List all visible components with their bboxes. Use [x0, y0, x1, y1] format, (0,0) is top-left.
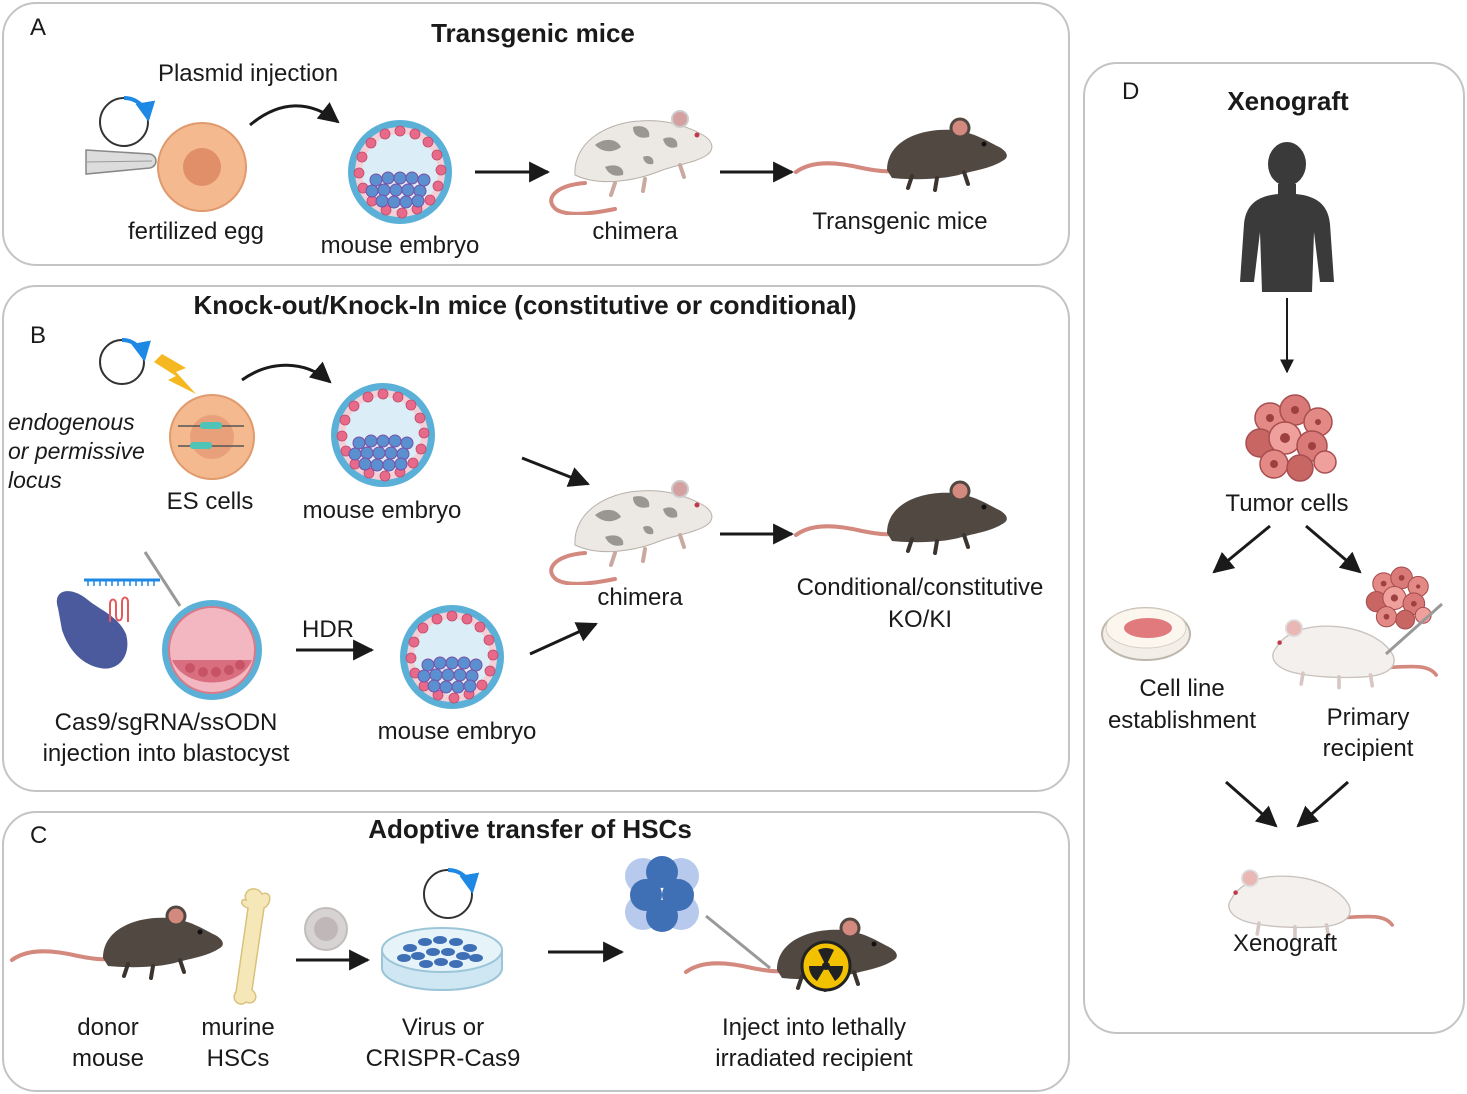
human-silhouette-icon [1240, 142, 1334, 292]
plasmid-icon-b [99, 337, 151, 385]
arrow-b-1 [241, 361, 332, 384]
panel-d-letter: D [1122, 78, 1140, 105]
panel-a-title: Transgenic mice [431, 18, 635, 48]
chimera-label-a: chimera [592, 218, 678, 245]
fertilized-egg-label: fertilized egg [127, 218, 265, 245]
cell-line-label-line-2: establishment [1107, 707, 1257, 734]
ko-ki-label-line-1: Conditional/constitutive [796, 574, 1044, 601]
cell-line-label-line-1: Cell line [1139, 675, 1225, 702]
mouse-embryo-label-a: mouse embryo [320, 232, 480, 259]
micropipette-icon [85, 149, 157, 175]
arrow-d-merge-left [1225, 780, 1278, 828]
donor-label-line-2: mouse [71, 1045, 145, 1072]
locus-label-line-3: locus [8, 467, 62, 493]
fertilized-egg-icon [157, 122, 247, 212]
donor-mouse-icon [10, 905, 225, 980]
hsc-cluster-icon [625, 856, 699, 932]
transgenic-mice-label: Transgenic mice [812, 208, 988, 235]
ko-ki-label-line-2: KO/KI [887, 606, 953, 633]
primary-recipient-label-line-2: recipient [1322, 735, 1414, 762]
hsc-cell-icon [304, 907, 348, 951]
petri-dish-d-icon [1101, 607, 1191, 661]
petri-dish-c-icon [381, 927, 503, 991]
tumor-cells-icon [1245, 394, 1337, 482]
arrow-d-merge-right [1296, 780, 1349, 828]
ko-ki-mouse-icon [794, 480, 1009, 555]
xenograft-mouse-icon [1226, 868, 1395, 940]
xenograft-label: Xenograft [1232, 930, 1338, 957]
panel-b-title: Knock-out/Knock-In mice (constitutive or… [193, 290, 857, 320]
cas9-label-line-1: Cas9/sgRNA/ssODN [54, 709, 278, 736]
cas9-label-line-2: injection into blastocyst [42, 740, 290, 767]
mouse-embryo-icon-b-bottom [399, 604, 505, 710]
cas9-protein-icon [56, 591, 128, 669]
inject-label-line-1: Inject into lethally [721, 1014, 907, 1041]
mouse-embryo-icon-a [347, 119, 453, 225]
arrow-b-2 [521, 456, 590, 487]
plasmid-icon-c [423, 867, 480, 919]
blastocyst-icon [162, 600, 262, 700]
panel-b-letter: B [30, 322, 47, 349]
bone-icon [233, 888, 271, 1005]
donor-label-line-1: donor [77, 1014, 139, 1041]
panel-c-letter: C [30, 822, 48, 849]
tumor-cells-label: Tumor cells [1225, 490, 1349, 517]
sgrna-icon [84, 578, 160, 586]
panel-a-letter: A [30, 14, 47, 41]
mouse-embryo-label-b-bottom: mouse embryo [377, 718, 537, 745]
locus-label-line-1: endogenous [8, 409, 135, 435]
es-cells-label: ES cells [166, 488, 254, 515]
panel-c-title: Adoptive transfer of HSCs [368, 814, 692, 844]
arrow-d-right [1305, 524, 1362, 574]
mouse-embryo-icon-b-top [330, 382, 436, 488]
plasmid-icon-a [99, 95, 156, 147]
injection-needle-d [1385, 602, 1443, 656]
panel-d-title: Xenograft [1227, 86, 1349, 116]
ssodn-icon [109, 596, 129, 622]
chimera-label-b: chimera [597, 584, 683, 611]
recipient-mouse-icon [684, 917, 899, 992]
tumor-cells-small-icon [1365, 566, 1432, 630]
mouse-embryo-label-b-top: mouse embryo [302, 497, 462, 524]
transgenic-mouse-icon [794, 117, 1009, 192]
arrow-d-left [1212, 524, 1271, 574]
arrow-b-3 [529, 622, 598, 656]
hsc-label-line-1: murine [201, 1014, 275, 1041]
injection-needle-c [705, 914, 771, 970]
primary-recipient-label-line-1: Primary [1326, 704, 1410, 731]
locus-label-line-2: or permissive [8, 438, 145, 464]
virus-label-line-1: Virus or [401, 1014, 485, 1041]
radiation-icon [800, 940, 852, 992]
arrow-a-1 [249, 102, 340, 127]
hdr-label: HDR [302, 616, 354, 643]
hsc-label-line-2: HSCs [206, 1045, 270, 1072]
injection-needle-b [143, 551, 182, 607]
plasmid-injection-label: Plasmid injection [157, 60, 339, 87]
chimera-icon-a [549, 109, 714, 215]
inject-label-line-2: irradiated recipient [715, 1045, 913, 1072]
es-cell-icon [169, 394, 255, 480]
electroporation-lightning-icon [154, 354, 196, 394]
chimera-icon-b [549, 479, 714, 585]
virus-label-line-2: CRISPR-Cas9 [365, 1045, 521, 1072]
